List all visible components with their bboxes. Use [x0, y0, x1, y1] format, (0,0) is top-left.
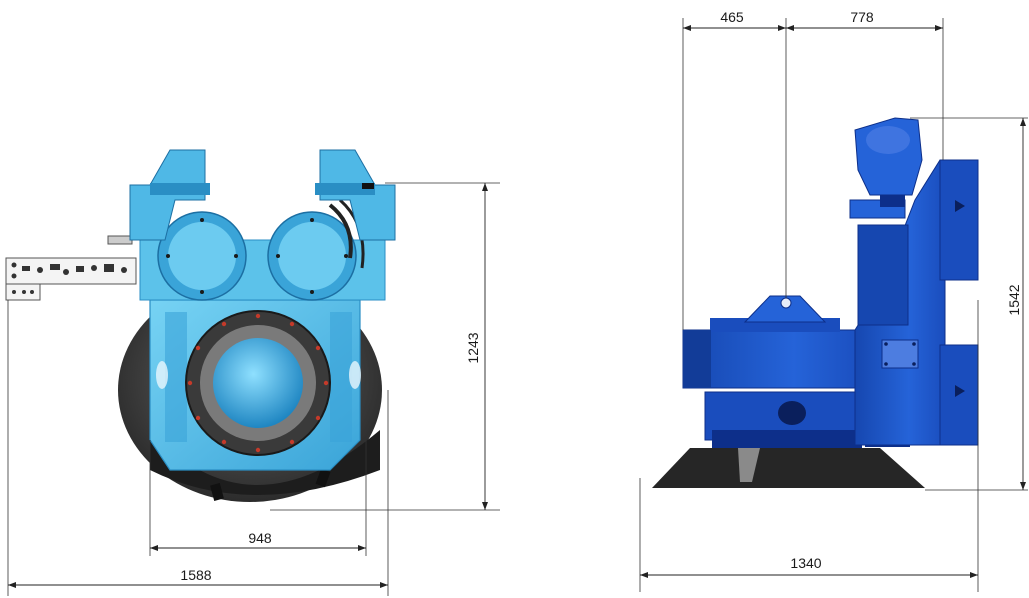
side-base-plate [652, 448, 925, 488]
side-view [652, 117, 979, 488]
front-slew-ring [185, 310, 331, 456]
side-main-beam [682, 295, 869, 389]
front-dimensions: 1243 948 1588 [7, 182, 500, 596]
dim-front-inner-width: 948 [248, 530, 272, 546]
dim-side-top-right: 778 [850, 9, 874, 25]
front-view [5, 149, 396, 502]
dim-side-height: 1542 [1006, 284, 1022, 315]
front-top-clamps [129, 149, 396, 241]
side-dimensions: 465 778 1542 1340 [639, 9, 1028, 592]
dim-side-top-left: 465 [720, 9, 744, 25]
front-motors [157, 198, 365, 301]
dim-front-height: 1243 [465, 332, 481, 363]
front-side-rail [5, 235, 137, 301]
dim-side-width: 1340 [790, 555, 821, 571]
side-motor-stack [849, 117, 923, 326]
dim-front-outer-width: 1588 [180, 567, 211, 583]
